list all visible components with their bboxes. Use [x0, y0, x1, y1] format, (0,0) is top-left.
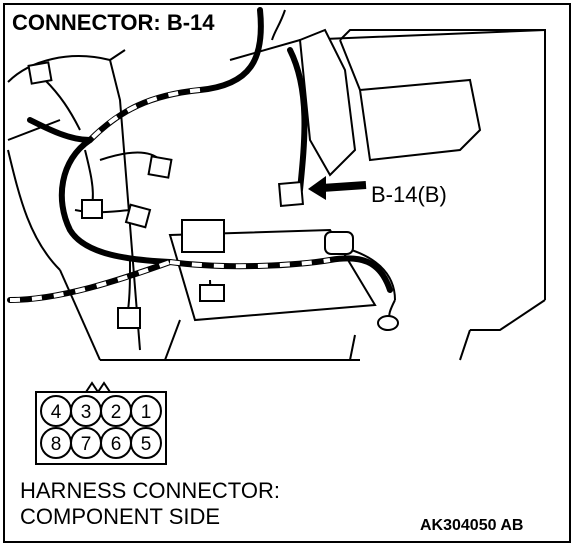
pin-label: 1 [141, 402, 152, 423]
pin-1 [130, 395, 162, 427]
body-panel-outlines [7, 29, 546, 361]
callout-arrow [308, 176, 367, 200]
pin-label: 8 [51, 434, 62, 455]
diagram-title: CONNECTOR: B-14 [12, 10, 215, 35]
pin-label: 4 [51, 402, 62, 423]
pin-label: 2 [111, 402, 122, 423]
pin-label: 3 [81, 402, 92, 423]
mounting-bracket [298, 28, 357, 177]
pin-5 [130, 427, 162, 459]
harness-caption-line-1: HARNESS CONNECTOR: [20, 478, 280, 503]
figure-frame [3, 3, 571, 543]
branch-connectors [27, 61, 399, 331]
harness-tape-markings [9, 88, 331, 302]
figure-code: AK304050 AB [420, 517, 524, 534]
pin-label: 7 [81, 434, 92, 455]
connector-face: 4 3 2 1 8 7 6 5 [35, 381, 167, 465]
harness-caption-line-2: COMPONENT SIDE [20, 504, 221, 529]
pin-label: 6 [111, 434, 122, 455]
harness-caption: HARNESS CONNECTOR: COMPONENT SIDE [20, 478, 280, 530]
connector-latch-icon [85, 381, 111, 394]
pin-label: 5 [141, 434, 152, 455]
connector-callout-label: B-14(B) [371, 182, 447, 207]
